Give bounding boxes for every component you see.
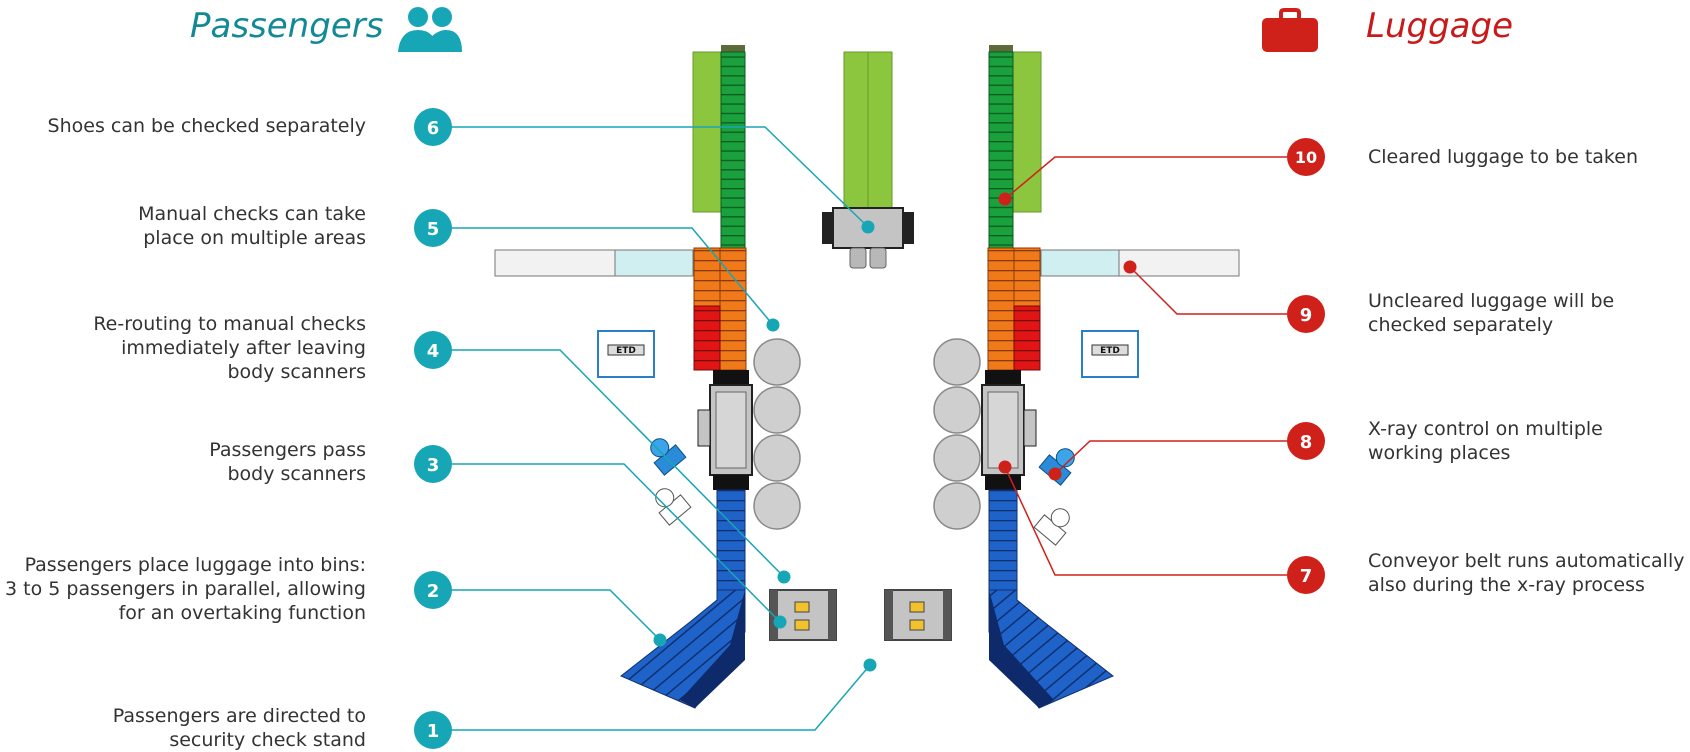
badge-5-num: 5 bbox=[427, 219, 440, 240]
badge-1: 1 bbox=[414, 711, 452, 749]
luggage-header: Luggage bbox=[1366, 6, 1513, 46]
badge-8: 8 bbox=[1287, 422, 1325, 460]
left-orange-belt-a bbox=[693, 247, 721, 307]
left-etd-station: ETD bbox=[597, 330, 655, 378]
badge-6-num: 6 bbox=[427, 118, 440, 139]
right-operator-blue bbox=[1038, 448, 1075, 486]
step-10-label: Cleared luggage to be taken bbox=[1368, 146, 1638, 168]
badge-6: 6 bbox=[414, 108, 452, 146]
step-5-label: Manual checks can take place on multiple… bbox=[138, 203, 366, 249]
leader-4 bbox=[450, 349, 785, 578]
right-xray-side bbox=[1023, 409, 1037, 447]
step-2-label: Passengers place luggage into bins: 3 to… bbox=[5, 554, 366, 624]
right-loading-edge bbox=[989, 590, 1054, 708]
left-blue-belt bbox=[716, 489, 746, 591]
right-body-scanner bbox=[884, 589, 952, 641]
leader-6 bbox=[450, 126, 869, 228]
right-lane: ETD bbox=[933, 45, 1240, 709]
left-xray-inner bbox=[715, 391, 747, 469]
badge-9-num: 9 bbox=[1300, 305, 1313, 326]
left-loading-edge bbox=[680, 590, 745, 708]
step-6-label: Shoes can be checked separately bbox=[47, 115, 366, 137]
right-xray-top bbox=[985, 370, 1021, 385]
step-badges: 1 2 3 4 5 6 7 8 9 10 bbox=[414, 108, 1325, 749]
left-green-area bbox=[692, 51, 724, 213]
badge-2-num: 2 bbox=[427, 581, 440, 602]
right-belt-end bbox=[989, 45, 1013, 52]
badge-4-num: 4 bbox=[427, 341, 440, 362]
left-operator-blue bbox=[650, 438, 687, 476]
right-orange-belt-a bbox=[987, 247, 1015, 371]
badge-8-num: 8 bbox=[1300, 432, 1313, 453]
right-green-area bbox=[1010, 51, 1042, 213]
leader-3 bbox=[450, 463, 781, 623]
step-4-label: Re-routing to manual checks immediately … bbox=[93, 313, 366, 383]
badge-7: 7 bbox=[1287, 556, 1325, 594]
badge-10-num: 10 bbox=[1295, 148, 1317, 167]
right-etd-label: ETD bbox=[1100, 346, 1120, 356]
right-green-belt bbox=[988, 51, 1014, 249]
badge-5: 5 bbox=[414, 209, 452, 247]
left-xray-bottom bbox=[713, 475, 749, 490]
left-manual-highlight bbox=[614, 249, 694, 277]
right-bin-stack bbox=[933, 338, 981, 530]
leader-2 bbox=[450, 589, 661, 641]
leader-5 bbox=[450, 227, 774, 326]
step-8-label: X-ray control on multiple working places bbox=[1368, 418, 1603, 464]
left-green-belt bbox=[720, 51, 746, 249]
left-body-scanner bbox=[769, 589, 837, 641]
badge-7-num: 7 bbox=[1300, 566, 1313, 587]
right-orange-belt-b bbox=[1013, 247, 1041, 307]
badge-2: 2 bbox=[414, 571, 452, 609]
right-etd-station: ETD bbox=[1081, 330, 1139, 378]
left-operator-white bbox=[655, 488, 692, 526]
passengers-icon bbox=[398, 6, 462, 56]
step-9-label: Uncleared luggage will be checked separa… bbox=[1368, 290, 1615, 336]
step-7-label: Conveyor belt runs automatically also du… bbox=[1368, 550, 1685, 596]
step-1-label: Passengers are directed to security chec… bbox=[112, 705, 366, 751]
luggage-icon bbox=[1262, 8, 1318, 56]
step-3-label: Passengers pass body scanners bbox=[209, 439, 366, 485]
right-red-belt bbox=[1013, 305, 1041, 371]
left-xray-side bbox=[697, 409, 711, 447]
leader-endpoints bbox=[653, 192, 1137, 672]
left-lane: ETD bbox=[494, 45, 801, 709]
middle-area bbox=[769, 51, 952, 641]
right-operator-white bbox=[1033, 508, 1070, 546]
right-manual-highlight bbox=[1040, 249, 1120, 277]
left-etd-label: ETD bbox=[616, 346, 636, 356]
leader-7 bbox=[1004, 466, 1287, 576]
leader-9 bbox=[1129, 266, 1287, 315]
badge-9: 9 bbox=[1287, 295, 1325, 333]
badge-4: 4 bbox=[414, 331, 452, 369]
left-belt-end bbox=[721, 45, 745, 52]
badge-3: 3 bbox=[414, 445, 452, 483]
leader-1 bbox=[450, 664, 871, 731]
right-blue-belt bbox=[988, 489, 1018, 591]
left-red-belt bbox=[693, 305, 721, 371]
leader-10 bbox=[1004, 156, 1287, 200]
right-xray-inner bbox=[987, 391, 1019, 469]
badge-1-num: 1 bbox=[427, 721, 440, 742]
passengers-header: Passengers bbox=[190, 6, 384, 46]
left-orange-belt-b bbox=[719, 247, 747, 371]
leader-lines bbox=[450, 126, 1287, 731]
badge-10: 10 bbox=[1287, 138, 1325, 176]
left-xray-top bbox=[713, 370, 749, 385]
leader-8 bbox=[1054, 440, 1287, 475]
right-xray-bottom bbox=[985, 475, 1021, 490]
badge-3-num: 3 bbox=[427, 455, 440, 476]
left-bin-stack bbox=[753, 338, 801, 530]
